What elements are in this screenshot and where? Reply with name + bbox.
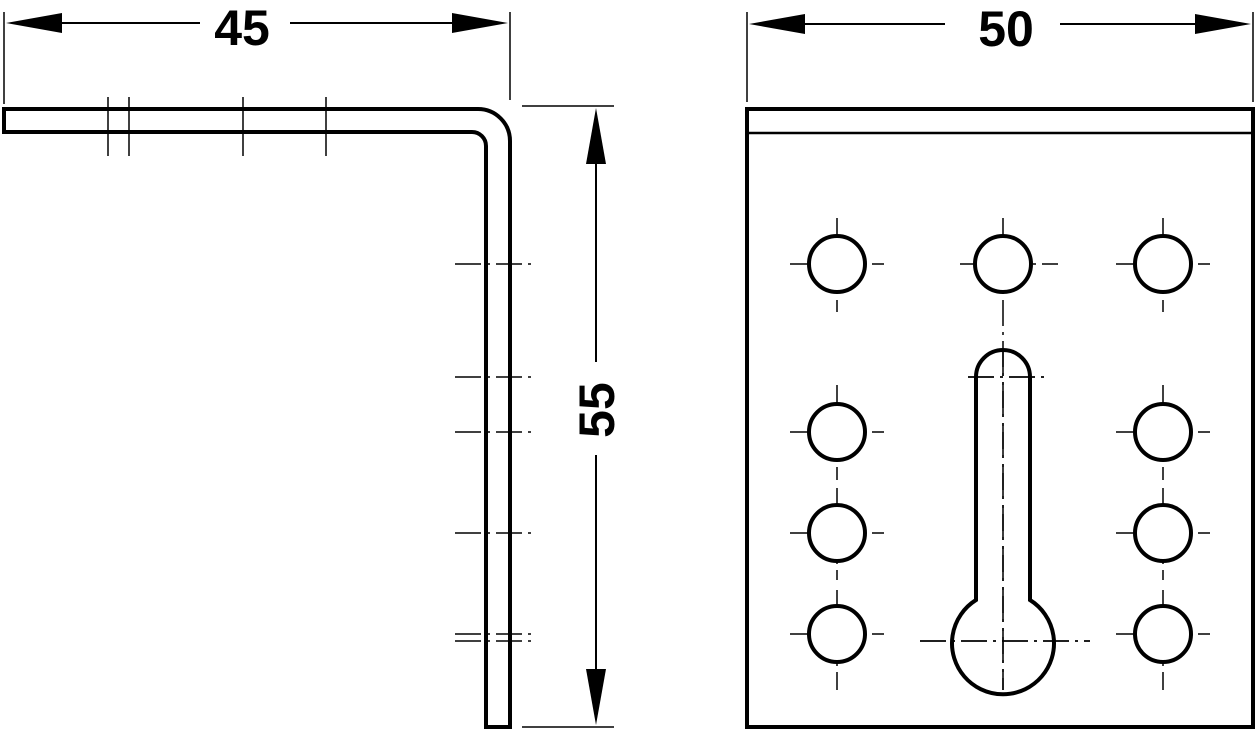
dimension-label-50: 50: [978, 1, 1034, 57]
dimension-front-width: 50: [746, 1, 1254, 102]
vertical-leg-hole-markers: [455, 263, 535, 642]
keyhole-slot: [950, 348, 1056, 697]
hole-right-1: [1133, 402, 1193, 462]
dimension-height: 55: [522, 105, 625, 728]
dimension-label-55: 55: [569, 382, 625, 438]
hole-right-2: [1133, 503, 1193, 563]
mounting-holes: [807, 234, 1193, 664]
dimension-side-width: 45: [3, 0, 511, 104]
hole-left-3: [807, 604, 867, 664]
bracket-front-plate: [745, 107, 1255, 729]
side-view: 45 55: [2, 0, 625, 729]
horizontal-leg-hole-markers: [107, 97, 327, 156]
dimension-label-45: 45: [214, 0, 270, 56]
bracket-side-profile: [2, 107, 512, 729]
hole-top-center: [973, 234, 1033, 294]
hole-right-3: [1133, 604, 1193, 664]
hole-top-right: [1133, 234, 1193, 294]
hole-left-1: [807, 402, 867, 462]
front-view: 50: [745, 1, 1255, 729]
hole-top-left: [807, 234, 867, 294]
hole-left-2: [807, 503, 867, 563]
